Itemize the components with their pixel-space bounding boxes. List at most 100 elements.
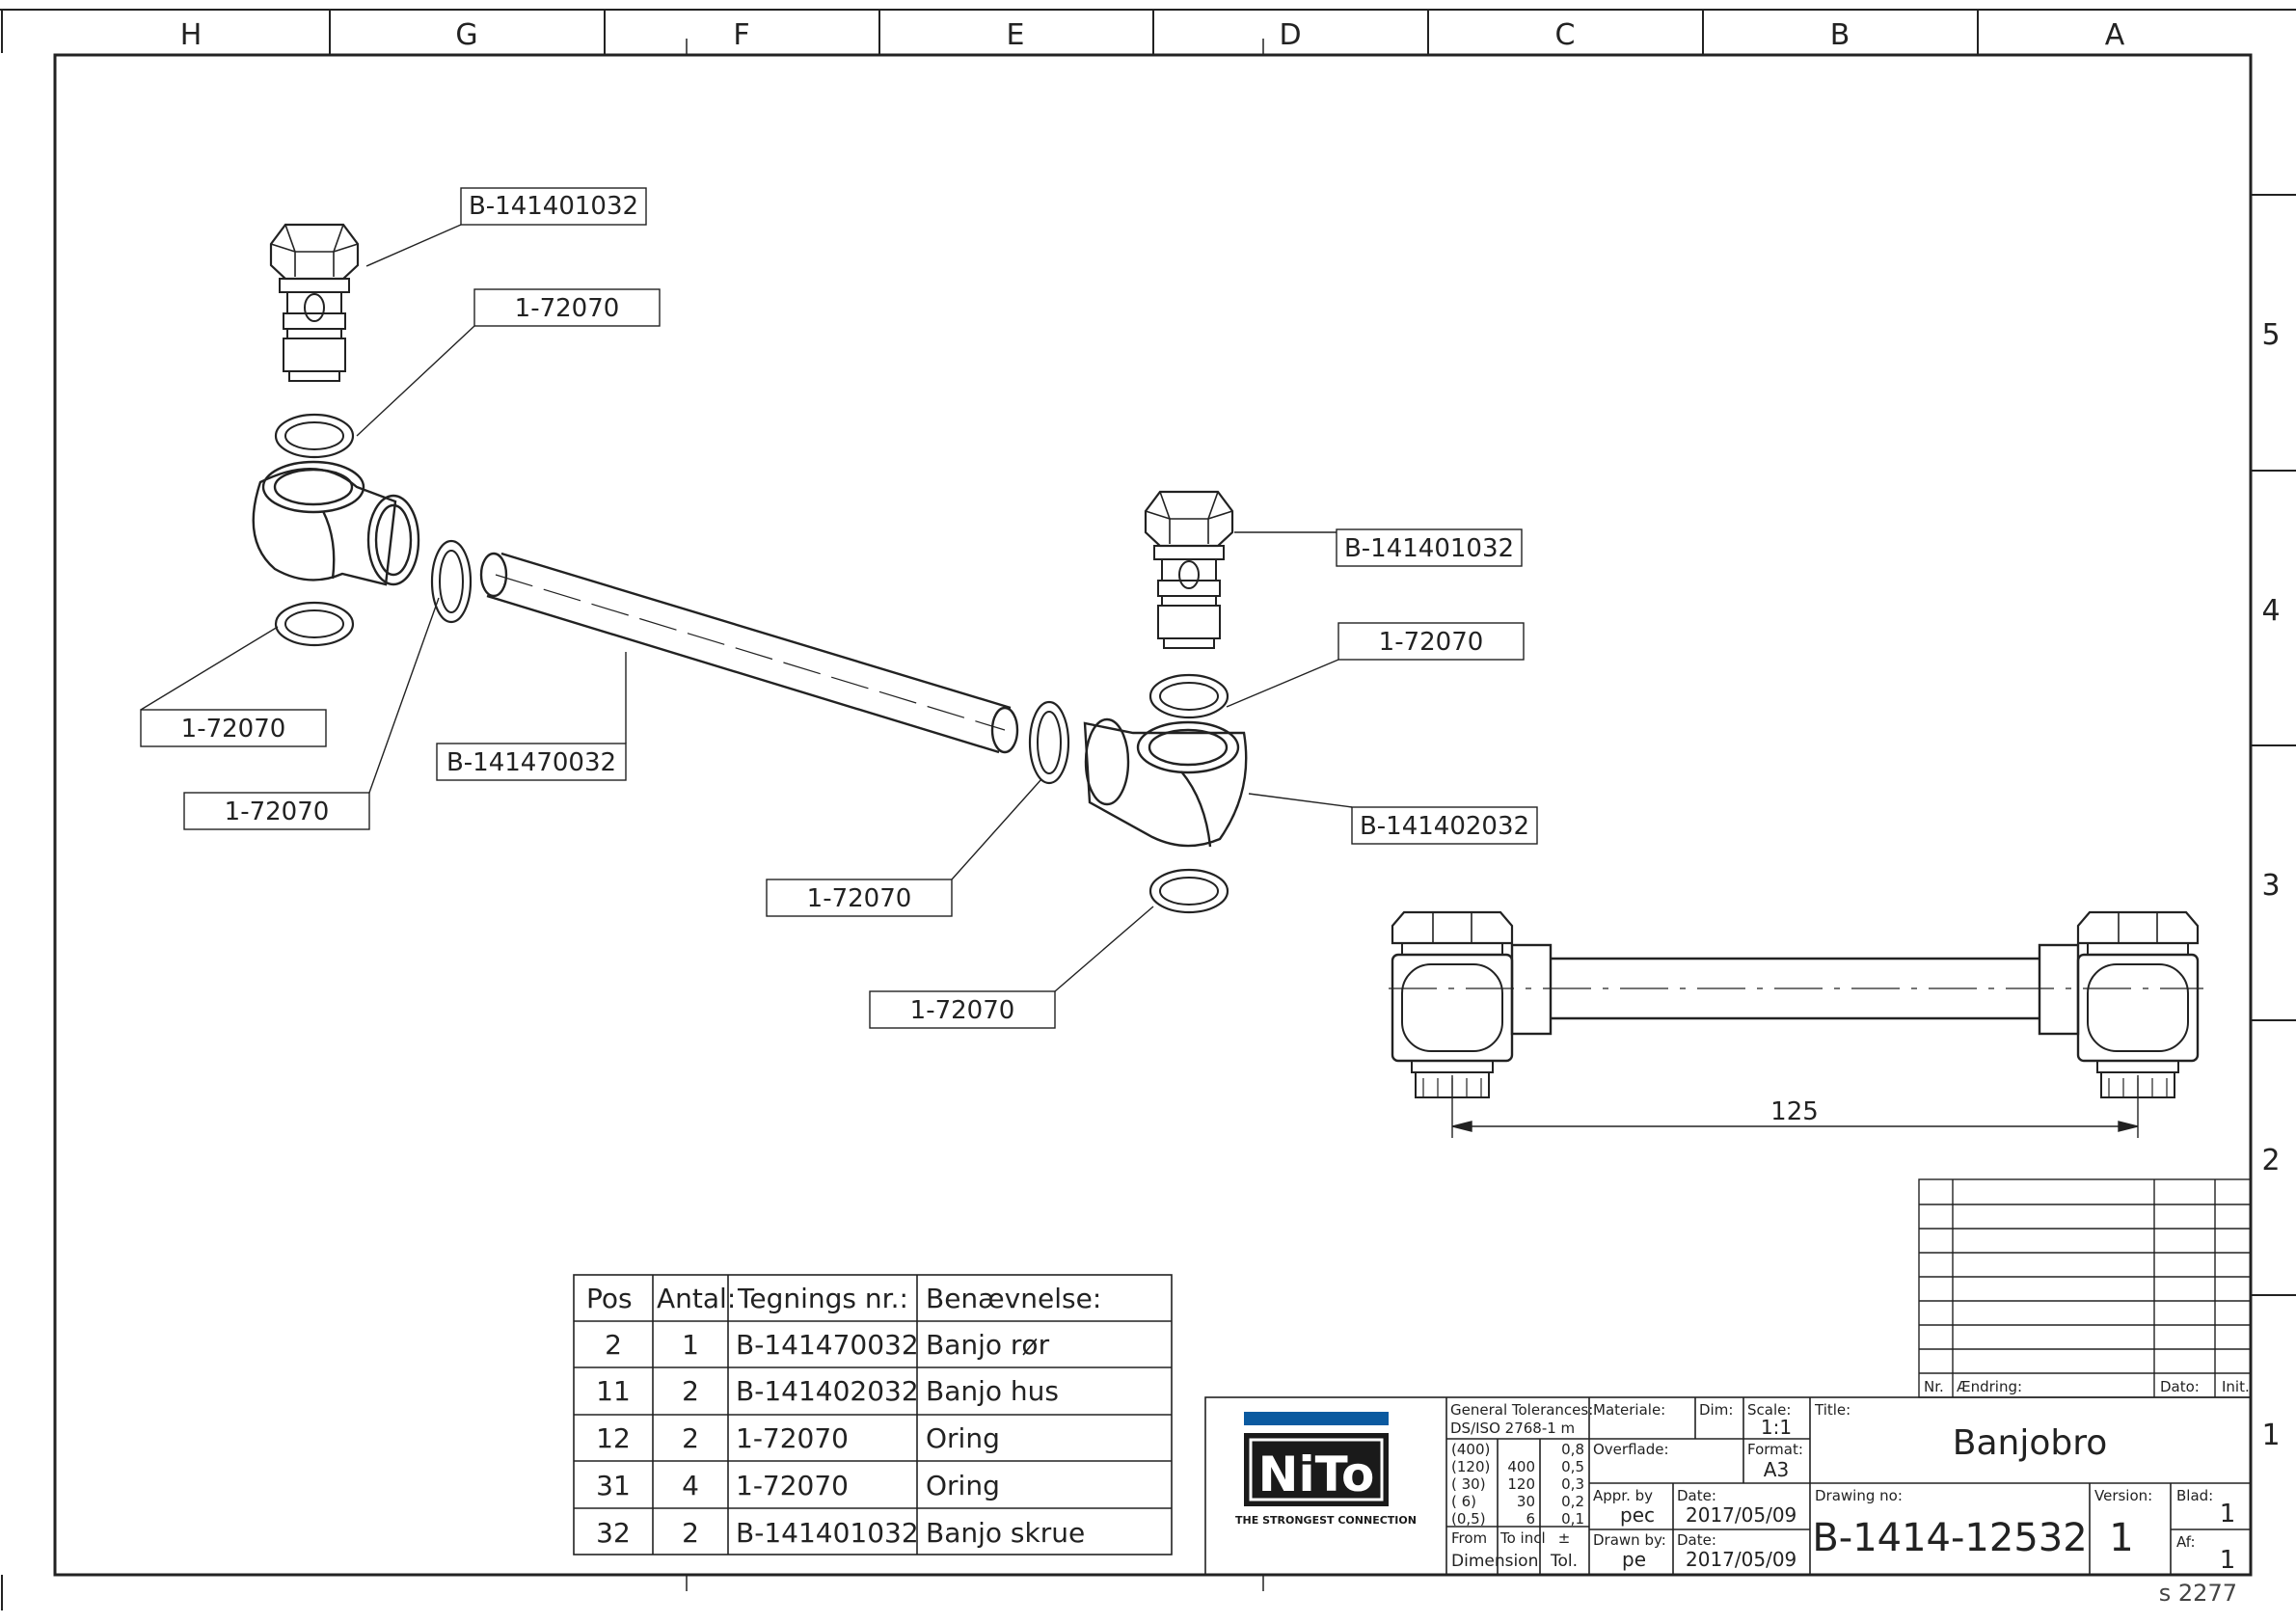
callout-labels: B-141401032 1-72070 1-72070 1-72070 B-14…: [181, 192, 1529, 1025]
logo-tagline: THE STRONGEST CONNECTION: [1235, 1514, 1417, 1527]
bom-row4-qty: 4: [682, 1470, 699, 1501]
tol-row5-to: 6: [1526, 1510, 1535, 1528]
tol-row5-from: (0,5): [1451, 1510, 1486, 1528]
dim-label: Dim:: [1699, 1401, 1733, 1419]
callout-screw-left: B-141401032: [469, 192, 638, 221]
nito-logo: NiTo THE STRONGEST CONNECTION: [1235, 1412, 1417, 1527]
sheet-value: 1: [2220, 1500, 2236, 1528]
bom-text: Pos Antal: Tegnings nr.: Benævnelse: 2 1…: [586, 1283, 1101, 1549]
bom-row3-pos: 12: [596, 1422, 631, 1454]
zone-col-a: A: [2105, 18, 2125, 52]
appr-value: pec: [1620, 1503, 1655, 1527]
bom-row1-name: Banjo rør: [926, 1329, 1050, 1361]
zone-row-3: 3: [2261, 869, 2280, 903]
surface-label: Overflade:: [1593, 1441, 1669, 1458]
bom-row1-pos: 2: [605, 1329, 622, 1361]
drawing-frame: [0, 9, 2296, 1610]
revision-labels: Nr. Ændring: Dato: Init.: [1924, 1378, 2250, 1395]
oring-right-side: [1028, 700, 1070, 785]
oring-left-top: [274, 413, 355, 459]
format-value: A3: [1764, 1458, 1789, 1481]
dimension-label: Dimension: [1451, 1552, 1538, 1571]
banjo-tube: [479, 552, 1019, 754]
banjo-screw-left: [269, 223, 360, 383]
pm-label: ±: [1558, 1529, 1571, 1547]
tol-row3-to: 120: [1507, 1475, 1535, 1493]
bom-row3-name: Oring: [926, 1422, 1000, 1454]
gen-tol-label: General Tolerances:: [1450, 1401, 1593, 1419]
to-incl-label: To incl: [1499, 1529, 1546, 1547]
bom-row4-name: Oring: [926, 1470, 1000, 1501]
format-label: Format:: [1747, 1441, 1803, 1458]
banjo-screw-right: [1144, 490, 1234, 650]
assembled-view: 125: [1389, 910, 2203, 1138]
title-label: Title:: [1814, 1401, 1850, 1419]
revision-table: [1918, 1178, 2252, 1398]
version-label: Version:: [2094, 1487, 2152, 1504]
tol-row1-from: (400): [1451, 1441, 1490, 1458]
scale-value: 1:1: [1761, 1416, 1792, 1439]
callouts: [140, 187, 1538, 1029]
tol-row3-from: ( 30): [1451, 1475, 1486, 1493]
bom-row2-qty: 2: [682, 1375, 699, 1407]
rev-date-label: Dato:: [2160, 1378, 2200, 1395]
tol-row2-from: (120): [1451, 1458, 1490, 1475]
tol-row3-tol: 0,3: [1561, 1475, 1584, 1493]
zone-col-b: B: [1830, 18, 1850, 52]
rev-change-label: Ændring:: [1957, 1378, 2022, 1395]
material-label: Materiale:: [1593, 1401, 1665, 1419]
oring-right-top: [1148, 673, 1229, 719]
of-value: 1: [2220, 1546, 2236, 1575]
callout-oring-left-top: 1-72070: [515, 294, 620, 323]
tol-row4-from: ( 6): [1451, 1493, 1476, 1510]
appr-date: 2017/05/09: [1686, 1503, 1796, 1527]
drawn-date: 2017/05/09: [1686, 1548, 1796, 1571]
logo-text: NiTo: [1258, 1447, 1375, 1502]
zone-col-c: C: [1555, 18, 1576, 52]
drawn-value: pe: [1622, 1548, 1646, 1571]
callout-oring-right-top: 1-72070: [1379, 628, 1484, 657]
bom-row1-drawing: B-141470032: [736, 1329, 919, 1361]
dimension-125: 125: [1770, 1097, 1819, 1126]
gen-tol-std: DS/ISO 2768-1 m: [1450, 1420, 1575, 1437]
oring-left-bottom: [274, 601, 355, 647]
scale-label: Scale:: [1747, 1401, 1791, 1419]
of-label: Af:: [2176, 1533, 2196, 1551]
rev-init-label: Init.: [2222, 1378, 2250, 1395]
bom-row5-qty: 2: [682, 1517, 699, 1549]
oring-left-side: [430, 539, 473, 624]
title-block: [1204, 1396, 2252, 1576]
tol-row5-tol: 0,1: [1561, 1510, 1584, 1528]
zone-row-2: 2: [2261, 1144, 2280, 1177]
callout-oring-left-side: 1-72070: [225, 798, 330, 826]
zone-col-d: D: [1279, 18, 1301, 52]
callout-tube: B-141470032: [446, 748, 616, 777]
tol-row4-to: 30: [1517, 1493, 1535, 1510]
rev-nr-label: Nr.: [1924, 1378, 1944, 1395]
callout-oring-left-bottom: 1-72070: [181, 715, 286, 744]
bom-row2-name: Banjo hus: [926, 1375, 1059, 1407]
bom-row2-drawing: B-141402032: [736, 1375, 919, 1407]
zone-row-1: 1: [2261, 1419, 2280, 1452]
callout-screw-right: B-141401032: [1344, 534, 1514, 563]
bom-row3-drawing: 1-72070: [736, 1422, 849, 1454]
tol-row2-tol: 0,5: [1561, 1458, 1584, 1475]
footer-code: s 2277: [2159, 1580, 2237, 1607]
banjo-housing-left: [252, 460, 420, 586]
drawing-no-label: Drawing no:: [1815, 1487, 1903, 1504]
banjo-housing-right: [1083, 717, 1248, 848]
bom-table: [573, 1274, 1173, 1555]
tol-row1-tol: 0,8: [1561, 1441, 1584, 1458]
bom-row5-name: Banjo skrue: [926, 1517, 1085, 1549]
zone-col-f: F: [733, 18, 749, 52]
zone-labels: H G F E D C B A 5 4 3 2 1: [180, 18, 2281, 1452]
zone-row-4: 4: [2261, 594, 2280, 628]
exploded-view: [252, 223, 1248, 914]
appr-date-label: Date:: [1677, 1487, 1716, 1504]
sheet-label: Blad:: [2176, 1487, 2213, 1504]
bom-header-pos: Pos: [586, 1283, 633, 1314]
drawn-label: Drawn by:: [1593, 1531, 1666, 1549]
title-block-text: General Tolerances: DS/ISO 2768-1 m (400…: [1450, 1401, 2235, 1575]
callout-housing-right: B-141402032: [1360, 812, 1529, 841]
